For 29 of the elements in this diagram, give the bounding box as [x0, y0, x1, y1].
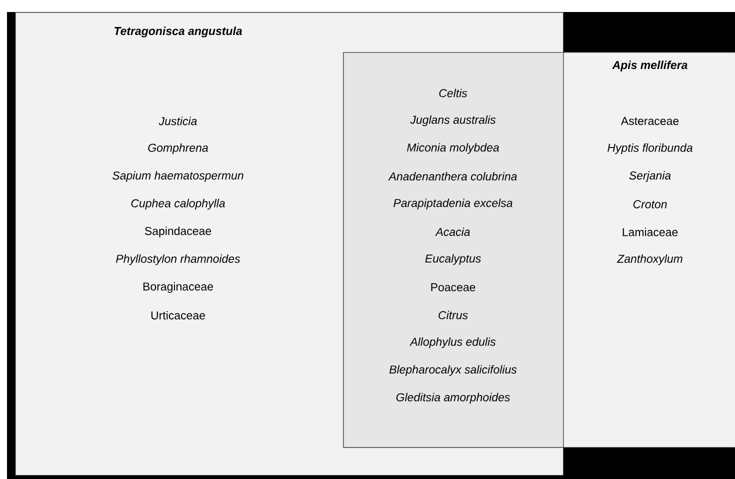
- set-title: Apis mellifera: [612, 60, 688, 72]
- taxon-name: Acacia: [435, 228, 470, 236]
- taxon-name: Anadenanthera colubrina: [388, 172, 517, 180]
- taxon-name: Eucalyptus: [425, 254, 481, 265]
- taxon-name: Asteraceae: [620, 117, 679, 125]
- taxon-name: Parapiptadenia excelsa: [394, 198, 512, 210]
- taxon-name: Croton: [633, 200, 667, 208]
- taxon-name: Blepharocalyx salicifolius: [389, 365, 517, 376]
- taxon-name: Sapium haematospermun: [112, 171, 244, 182]
- set-title: Tetragonisca angustula: [114, 26, 242, 38]
- taxon-name: Phyllostylon rhamnoides: [116, 254, 240, 266]
- taxon-name: Sapindaceae: [144, 226, 212, 238]
- taxon-name: Lamiaceae: [622, 228, 678, 236]
- taxon-name: Hyptis floribunda: [608, 143, 692, 154]
- taxon-name: Zanthoxylum: [616, 254, 682, 266]
- taxon-name: Allophylus edulis: [410, 337, 496, 348]
- taxon-name: Celtis: [439, 88, 468, 98]
- taxon-name: Serjania: [629, 171, 671, 182]
- taxon-name: Boraginaceae: [143, 282, 213, 293]
- taxon-name: Poaceae: [431, 283, 476, 292]
- taxon-name: Gomphrena: [148, 143, 208, 154]
- taxon-name: Urticaceae: [151, 311, 205, 320]
- taxon-name: Miconia molybdea: [407, 143, 499, 154]
- taxon-name: Justicia: [158, 116, 197, 126]
- set-box: [343, 52, 564, 448]
- taxon-name: Juglans australis: [410, 115, 496, 126]
- taxon-name: Cuphea calophylla: [131, 198, 225, 210]
- taxon-name: Gleditsia amorphoides: [396, 392, 510, 404]
- taxon-name: Citrus: [438, 310, 468, 320]
